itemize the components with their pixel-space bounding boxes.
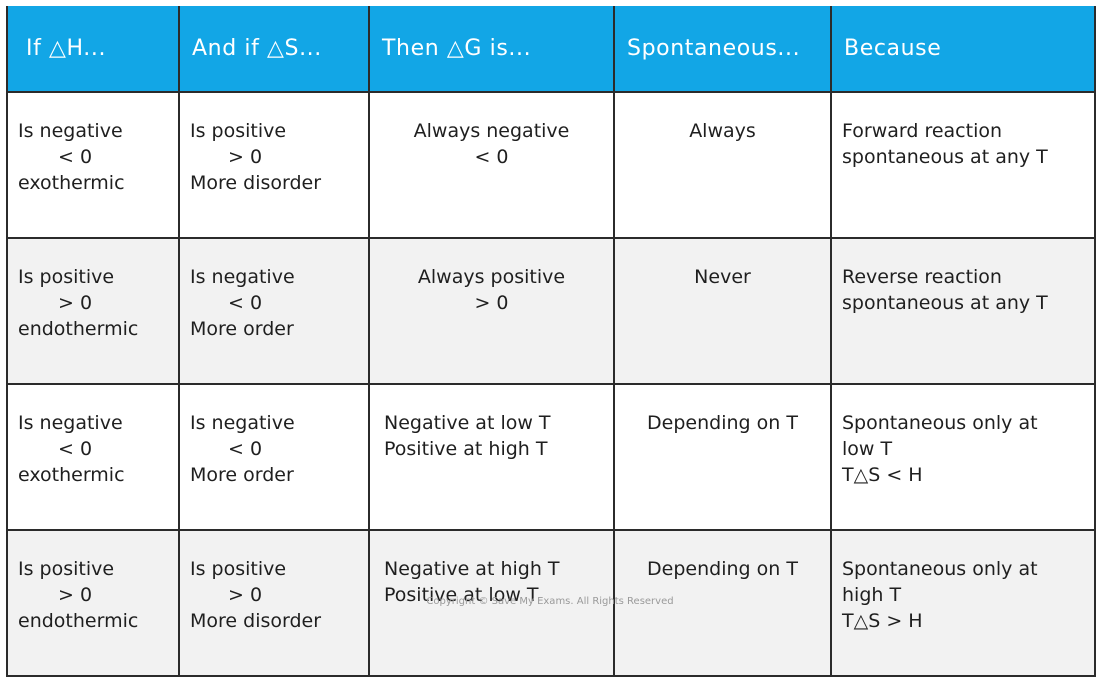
cell-spontaneous: Always bbox=[613, 91, 832, 239]
cell-line: Is negative bbox=[190, 266, 295, 288]
cell-line: Always negative bbox=[413, 120, 570, 142]
cell-line: < 0 bbox=[58, 146, 93, 168]
table-row: Is negative < 0 exothermic Is negative <… bbox=[6, 383, 1096, 531]
cell-line: > 0 bbox=[228, 146, 263, 168]
cell-line: < 0 bbox=[58, 438, 93, 460]
cell-delta-s: Is negative < 0 More order bbox=[178, 237, 370, 385]
cell-line: Positive at low T bbox=[384, 584, 539, 606]
cell-delta-h: Is positive > 0 endothermic bbox=[6, 237, 180, 385]
cell-delta-h: Is negative < 0 exothermic bbox=[6, 383, 180, 531]
cell-delta-s: Is negative < 0 More order bbox=[178, 383, 370, 531]
cell-line: Never bbox=[694, 266, 751, 288]
cell-because: Reverse reaction spontaneous at any T bbox=[830, 237, 1096, 385]
gibbs-spontaneity-table: If △H... And if △S... Then △G is... Spon… bbox=[6, 6, 1096, 677]
cell-line: More disorder bbox=[190, 610, 322, 632]
cell-line: Depending on T bbox=[647, 558, 798, 580]
table-row: Is positive > 0 endothermic Is negative … bbox=[6, 237, 1096, 385]
cell-because: Forward reaction spontaneous at any T bbox=[830, 91, 1096, 239]
cell-line: < 0 bbox=[228, 438, 263, 460]
cell-line: endothermic bbox=[18, 318, 139, 340]
cell-line: low T bbox=[842, 438, 893, 460]
cell-delta-g: Always positive > 0 bbox=[368, 237, 615, 385]
cell-line: Forward reaction bbox=[842, 120, 1003, 142]
header-spontaneous: Spontaneous... bbox=[613, 6, 832, 93]
table-row: Is negative < 0 exothermic Is positive >… bbox=[6, 91, 1096, 239]
cell-spontaneous: Depending on T bbox=[613, 383, 832, 531]
cell-line: Is positive bbox=[18, 266, 115, 288]
cell-line: endothermic bbox=[18, 610, 139, 632]
cell-line: < 0 bbox=[474, 146, 509, 168]
header-delta-g: Then △G is... bbox=[368, 6, 615, 93]
cell-line: Reverse reaction bbox=[842, 266, 1002, 288]
cell-line: Always positive bbox=[417, 266, 566, 288]
cell-line: Spontaneous only at bbox=[842, 558, 1038, 580]
cell-line: More order bbox=[190, 464, 294, 486]
cell-because: Spontaneous only at low T T△S < H bbox=[830, 383, 1096, 531]
cell-line: Spontaneous only at bbox=[842, 412, 1038, 434]
copyright-notice: Copyright © Save My Exams. All Rights Re… bbox=[426, 596, 674, 607]
cell-line: > 0 bbox=[474, 292, 509, 314]
cell-line: Negative at low T bbox=[384, 412, 551, 434]
cell-line: high T bbox=[842, 584, 902, 606]
cell-delta-g: Negative at low T Positive at high T bbox=[368, 383, 615, 531]
header-delta-h: If △H... bbox=[6, 6, 180, 93]
cell-spontaneous: Never bbox=[613, 237, 832, 385]
cell-line: Is positive bbox=[190, 120, 287, 142]
cell-line: Is negative bbox=[190, 412, 295, 434]
cell-line: Always bbox=[689, 120, 756, 142]
cell-line: Is negative bbox=[18, 412, 123, 434]
cell-delta-g: Always negative < 0 bbox=[368, 91, 615, 239]
header-delta-s: And if △S... bbox=[178, 6, 370, 93]
cell-delta-h: Is negative < 0 exothermic bbox=[6, 91, 180, 239]
cell-line: T△S < H bbox=[842, 464, 923, 486]
cell-line: T△S > H bbox=[842, 610, 923, 632]
cell-line: > 0 bbox=[228, 584, 263, 606]
cell-line: > 0 bbox=[58, 584, 93, 606]
cell-line: < 0 bbox=[228, 292, 263, 314]
cell-line: exothermic bbox=[18, 172, 125, 194]
cell-line: exothermic bbox=[18, 464, 125, 486]
cell-delta-s: Is positive > 0 More disorder bbox=[178, 91, 370, 239]
cell-line: spontaneous at any T bbox=[842, 292, 1048, 314]
cell-line: Is positive bbox=[18, 558, 115, 580]
cell-line: More order bbox=[190, 318, 294, 340]
gibbs-table-container: If △H... And if △S... Then △G is... Spon… bbox=[6, 6, 1096, 677]
table-header-row: If △H... And if △S... Then △G is... Spon… bbox=[6, 6, 1096, 93]
header-because: Because bbox=[830, 6, 1096, 93]
cell-line: Is negative bbox=[18, 120, 123, 142]
cell-line: spontaneous at any T bbox=[842, 146, 1048, 168]
cell-line: > 0 bbox=[58, 292, 93, 314]
cell-line: Depending on T bbox=[647, 412, 798, 434]
cell-line: Negative at high T bbox=[384, 558, 560, 580]
cell-line: Positive at high T bbox=[384, 438, 548, 460]
cell-line: More disorder bbox=[190, 172, 322, 194]
cell-line: Is positive bbox=[190, 558, 287, 580]
